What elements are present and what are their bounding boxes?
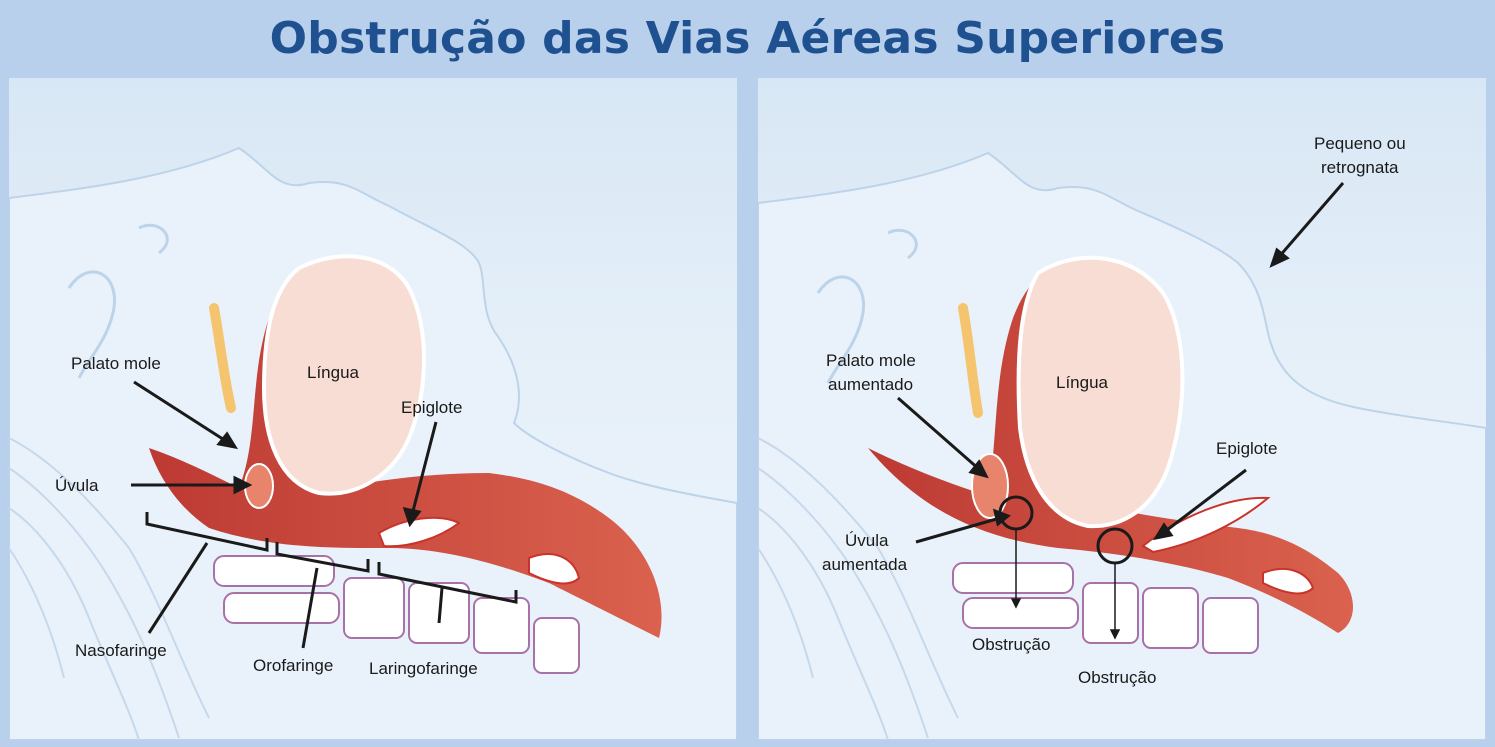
- label-lingua: Língua: [307, 363, 360, 382]
- label-lingua: Língua: [1056, 373, 1109, 392]
- tongue: [1016, 255, 1185, 529]
- label-uvula-line2: aumentada: [822, 555, 908, 574]
- label-palato-line1: Palato mole: [826, 351, 916, 370]
- page-title: Obstrução das Vias Aéreas Superiores: [269, 13, 1226, 64]
- label-uvula-line1: Úvula: [845, 531, 889, 550]
- larynx: [528, 553, 581, 585]
- normal-airway-illustration: Palato mole Úvula Língua Epiglote Nasofa…: [9, 146, 737, 740]
- vertebrae: [952, 562, 1259, 654]
- label-laringofaringe: Laringofaringe: [369, 659, 478, 678]
- label-epiglote: Epiglote: [1216, 439, 1277, 458]
- ear-outline: [67, 270, 117, 379]
- eye-outline: [138, 223, 169, 255]
- label-nasofaringe: Nasofaringe: [75, 641, 167, 660]
- label-pequeno-line1: Pequeno ou: [1314, 134, 1406, 153]
- obstruction-arrows: [1010, 529, 1121, 640]
- label-pequeno-line2: retrognata: [1321, 158, 1399, 177]
- label-uvula: Úvula: [55, 476, 99, 495]
- pharynx-brackets: [145, 512, 518, 604]
- larynx: [1262, 568, 1315, 595]
- obstructed-airway-illustration: Pequeno ou retrognata Palato mole aument…: [758, 134, 1486, 740]
- neck-contour-lines: [9, 437, 210, 740]
- soft-palate: [958, 303, 983, 418]
- normal-airway-panel: Palato mole Úvula Língua Epiglote Nasofa…: [9, 78, 737, 740]
- ear-outline: [816, 275, 866, 384]
- soft-palate: [209, 303, 236, 413]
- label-palato-line2: aumentado: [828, 375, 913, 394]
- epiglottis: [377, 516, 461, 548]
- neck-contour-lines: [758, 437, 959, 740]
- obstructed-airway-panel: Pequeno ou retrognata Palato mole aument…: [758, 78, 1486, 740]
- label-orofaringe: Orofaringe: [253, 656, 333, 675]
- tongue: [261, 254, 426, 496]
- label-pointers: [131, 380, 444, 649]
- label-obstrucao-2: Obstrução: [1078, 668, 1156, 687]
- label-pointers: [897, 182, 1345, 544]
- eye-outline: [887, 228, 918, 260]
- label-epiglote: Epiglote: [401, 398, 462, 417]
- label-obstrucao-1: Obstrução: [972, 635, 1050, 654]
- label-palato-mole: Palato mole: [71, 354, 161, 373]
